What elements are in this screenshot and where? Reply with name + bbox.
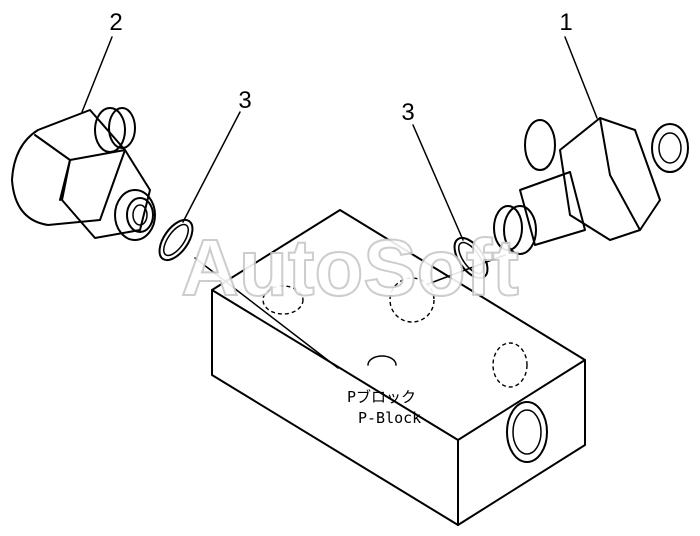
leader-lines bbox=[81, 36, 598, 241]
leader-part-3-right bbox=[412, 124, 464, 241]
block-port-hole bbox=[389, 277, 435, 323]
callout-part-3-left: 3 bbox=[238, 87, 251, 114]
part-1-tee-fitting bbox=[493, 117, 689, 255]
leader-part-1 bbox=[564, 36, 598, 119]
part-3-o-ring-left bbox=[158, 218, 194, 262]
callout-part-2: 2 bbox=[109, 9, 122, 36]
callout-part-1: 1 bbox=[559, 9, 572, 36]
center-lines bbox=[194, 254, 506, 369]
watermark-text: AutoSoft bbox=[181, 223, 519, 312]
leader-part-3-left bbox=[182, 111, 241, 223]
block-label-japanese: Pブロック bbox=[347, 388, 416, 406]
block-top-hole bbox=[367, 355, 397, 366]
part-2-elbow-fitting bbox=[11, 107, 156, 241]
block-port-hole bbox=[262, 285, 304, 315]
block-threaded-port bbox=[506, 401, 548, 463]
callout-part-3-right: 3 bbox=[401, 99, 414, 126]
block-side-hole bbox=[492, 342, 528, 388]
part-3-o-ring-right bbox=[453, 236, 489, 280]
p-block bbox=[211, 209, 586, 526]
leader-part-2 bbox=[81, 36, 113, 113]
block-label-english: P-Block bbox=[358, 409, 421, 427]
